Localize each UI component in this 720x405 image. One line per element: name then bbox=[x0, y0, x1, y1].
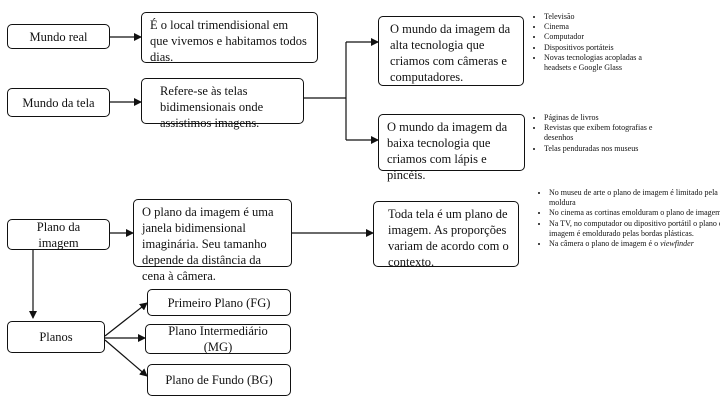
list-baixa-tecnologia: Páginas de livros Revistas que exibem fo… bbox=[528, 113, 664, 154]
node-mundo-real-def: É o local trimendisional em que vivemos … bbox=[141, 12, 318, 64]
node-plano-fundo: Plano de Fundo (BG) bbox=[147, 364, 291, 396]
viewfinder-term: viewfinder bbox=[660, 239, 694, 249]
node-toda-tela: Toda tela é um plano de imagem. As propo… bbox=[373, 201, 519, 269]
list-item: Dispositivos portáteis bbox=[544, 43, 664, 53]
node-plano-imagem-def: O plano da imagem é uma janela bidimensi… bbox=[133, 199, 292, 283]
node-plano-intermediario: Plano Intermediário (MG) bbox=[145, 324, 291, 354]
list-item-text: Na câmera o plano de imagem é o bbox=[549, 239, 661, 249]
list-item: Na câmera o plano de imagem é o viewfind… bbox=[549, 239, 720, 249]
list-item: Cinema bbox=[544, 22, 664, 32]
list-item: No museu de arte o plano de imagem é lim… bbox=[549, 188, 720, 208]
list-item: Telas penduradas nos museus bbox=[544, 144, 664, 154]
node-mundo-tela-def: Refere-se às telas bidimensionais onde a… bbox=[141, 78, 304, 130]
node-baixa-tecnologia: O mundo da imagem da baixa tecnologia qu… bbox=[378, 114, 525, 182]
list-toda-tela: No museu de arte o plano de imagem é lim… bbox=[533, 188, 720, 249]
list-item: Computador bbox=[544, 32, 664, 42]
node-mundo-tela: Mundo da tela bbox=[7, 88, 110, 117]
node-alta-tecnologia: O mundo da imagem da alta tecnologia que… bbox=[378, 16, 524, 86]
node-mundo-real: Mundo real bbox=[7, 24, 110, 49]
node-planos: Planos bbox=[7, 321, 105, 353]
node-primeiro-plano: Primeiro Plano (FG) bbox=[147, 289, 291, 316]
arrow-plano-fundo bbox=[104, 339, 148, 377]
list-item: Revistas que exibem fotografias e desenh… bbox=[544, 123, 664, 143]
list-item: Na TV, no computador ou dipositivo portá… bbox=[549, 219, 720, 239]
list-item: Páginas de livros bbox=[544, 113, 664, 123]
list-alta-tecnologia: Televisão Cinema Computador Dispositivos… bbox=[528, 12, 664, 73]
node-plano-imagem: Plano da imagem bbox=[7, 219, 110, 250]
list-item: Televisão bbox=[544, 12, 664, 22]
list-item: Novas tecnologias acopladas a headsets e… bbox=[544, 53, 664, 73]
arrow-primeiro-plano bbox=[104, 302, 148, 337]
list-item: No cinema as cortinas emolduram o plano … bbox=[549, 208, 720, 218]
